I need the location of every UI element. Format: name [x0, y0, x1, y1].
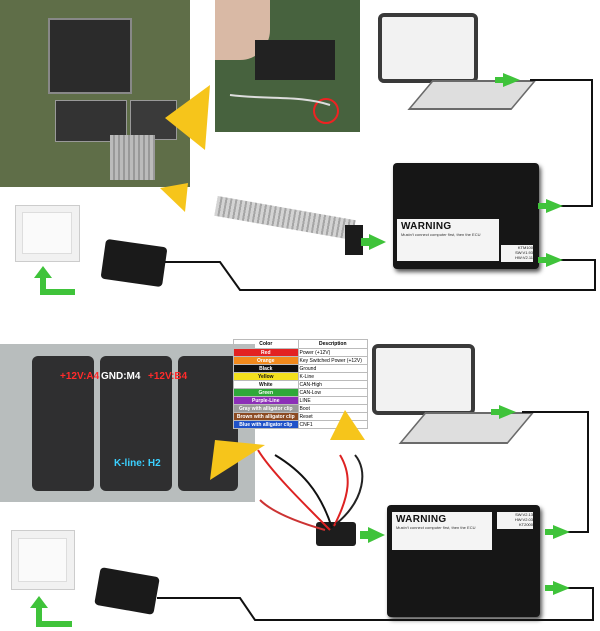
probe-wire	[229, 94, 331, 106]
wall-outlet-bottom	[11, 530, 75, 590]
ecu-connector-photo: +12V:A4 GND:M4 +12V:B4 K-line: H2	[0, 344, 255, 502]
device-id-line: KTM100	[517, 245, 533, 250]
harness-wire	[333, 454, 349, 527]
arrow-to-laptop-bottom	[491, 405, 516, 419]
arrow-probe-to-board	[165, 85, 210, 150]
harness-wires	[257, 449, 364, 531]
pin-label-kline: K-line: H2	[114, 458, 161, 469]
arrow-power-to-device-bottom	[545, 581, 570, 595]
warning-subtext: Mustn't connect computer first, then the…	[401, 232, 481, 237]
arrow-power-outlet-top	[34, 266, 75, 295]
eeprom-chip	[130, 100, 177, 140]
target-chip	[255, 40, 335, 80]
arrow-to-device-usb-top	[538, 199, 563, 213]
outlet-plate	[18, 538, 67, 582]
ribbon-plug-top	[345, 225, 363, 255]
device-warning-label: WARNING Mustn't connect computer first, …	[392, 512, 492, 550]
harness-wire	[335, 454, 364, 525]
programmer-device-top: WARNING Mustn't connect computer first, …	[393, 163, 539, 269]
arrow-to-device-usb-bottom	[545, 525, 570, 539]
wall-outlet-top	[15, 205, 80, 262]
power-cable-bottom	[157, 587, 594, 621]
harness-wire	[257, 449, 331, 531]
device-id-label: SW:V2.13 HW:V2.03 KT2000	[497, 512, 533, 529]
harness-wire	[259, 499, 326, 531]
programmer-device-bottom: WARNING Mustn't connect computer first, …	[387, 505, 540, 617]
obd-plug	[316, 522, 356, 546]
warning-subtext: Mustn't connect computer first, then the…	[396, 525, 476, 530]
power-cable-top	[165, 259, 596, 291]
pin-label-12v-b4: +12V:B4	[148, 371, 188, 382]
device-id-line: SW:V1.93	[515, 250, 533, 255]
connector-block-middle	[100, 356, 172, 491]
arrow-ribbon-to-board	[160, 183, 188, 212]
arrow-legend-to-harness	[330, 410, 365, 440]
device-id-line: KT2000	[518, 522, 533, 527]
legend-description-cell: CNF1	[297, 420, 369, 429]
laptop-screen-bottom	[372, 344, 475, 415]
arrow-harness-to-device	[360, 527, 385, 543]
device-warning-label: WARNING Mustn't connect computer first, …	[397, 219, 499, 261]
arrow-harness-to-ecu	[210, 440, 265, 480]
arrow-power-to-device-top	[538, 253, 563, 267]
probe-photo	[215, 0, 360, 132]
mcu-chip	[48, 18, 132, 94]
arrow-power-outlet-bottom	[30, 596, 72, 627]
device-id-line: HW:V2.11	[515, 255, 533, 260]
connector-block-left	[32, 356, 94, 491]
arrow-ribbon-to-device	[361, 234, 386, 250]
device-id-line: HW:V2.03	[514, 517, 533, 522]
warning-text: WARNING	[401, 221, 452, 232]
usb-cable-top	[530, 79, 593, 207]
device-id-line: SW:V2.13	[515, 512, 533, 517]
pin-label-12v-a4: +12V:A4	[60, 371, 100, 382]
ecu-board-photo	[0, 0, 190, 187]
laptop-screen-top	[378, 13, 478, 83]
harness-wire	[274, 454, 333, 529]
outlet-plate	[22, 212, 72, 254]
warning-text: WARNING	[396, 514, 447, 525]
device-id-label: KTM100 SW:V1.93 HW:V2.11	[501, 245, 533, 262]
ribbon-connector	[110, 135, 155, 180]
usb-cable-bottom	[522, 411, 589, 533]
arrow-to-laptop-top	[495, 73, 520, 87]
pin-label-gnd: GND:M4	[101, 371, 141, 382]
probe-highlight-circle	[313, 98, 339, 124]
